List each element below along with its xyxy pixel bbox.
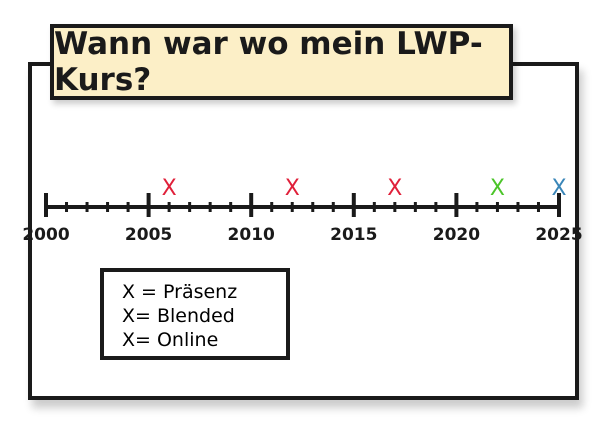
tick-label: 2020 <box>433 225 480 245</box>
page-title: Wann war wo mein LWP-Kurs? <box>50 24 513 100</box>
course-marker-präsenz: X <box>387 176 402 201</box>
legend-item-praesenz: X = Präsenz <box>122 281 238 303</box>
course-marker-präsenz: X <box>162 176 177 201</box>
tick-label: 2000 <box>22 225 69 245</box>
tick-label: 2005 <box>125 225 172 245</box>
course-marker-präsenz: X <box>285 176 300 201</box>
tick-label: 2015 <box>330 225 377 245</box>
tick-label: 2010 <box>228 225 275 245</box>
legend-item-blended: X= Blended <box>122 305 235 327</box>
course-marker-online: X <box>490 176 505 201</box>
legend: X = Präsenz X= Blended X= Online <box>100 268 290 360</box>
tick-label: 2025 <box>535 225 582 245</box>
course-marker-blended: X <box>551 176 566 201</box>
legend-item-online: X= Online <box>122 329 219 351</box>
